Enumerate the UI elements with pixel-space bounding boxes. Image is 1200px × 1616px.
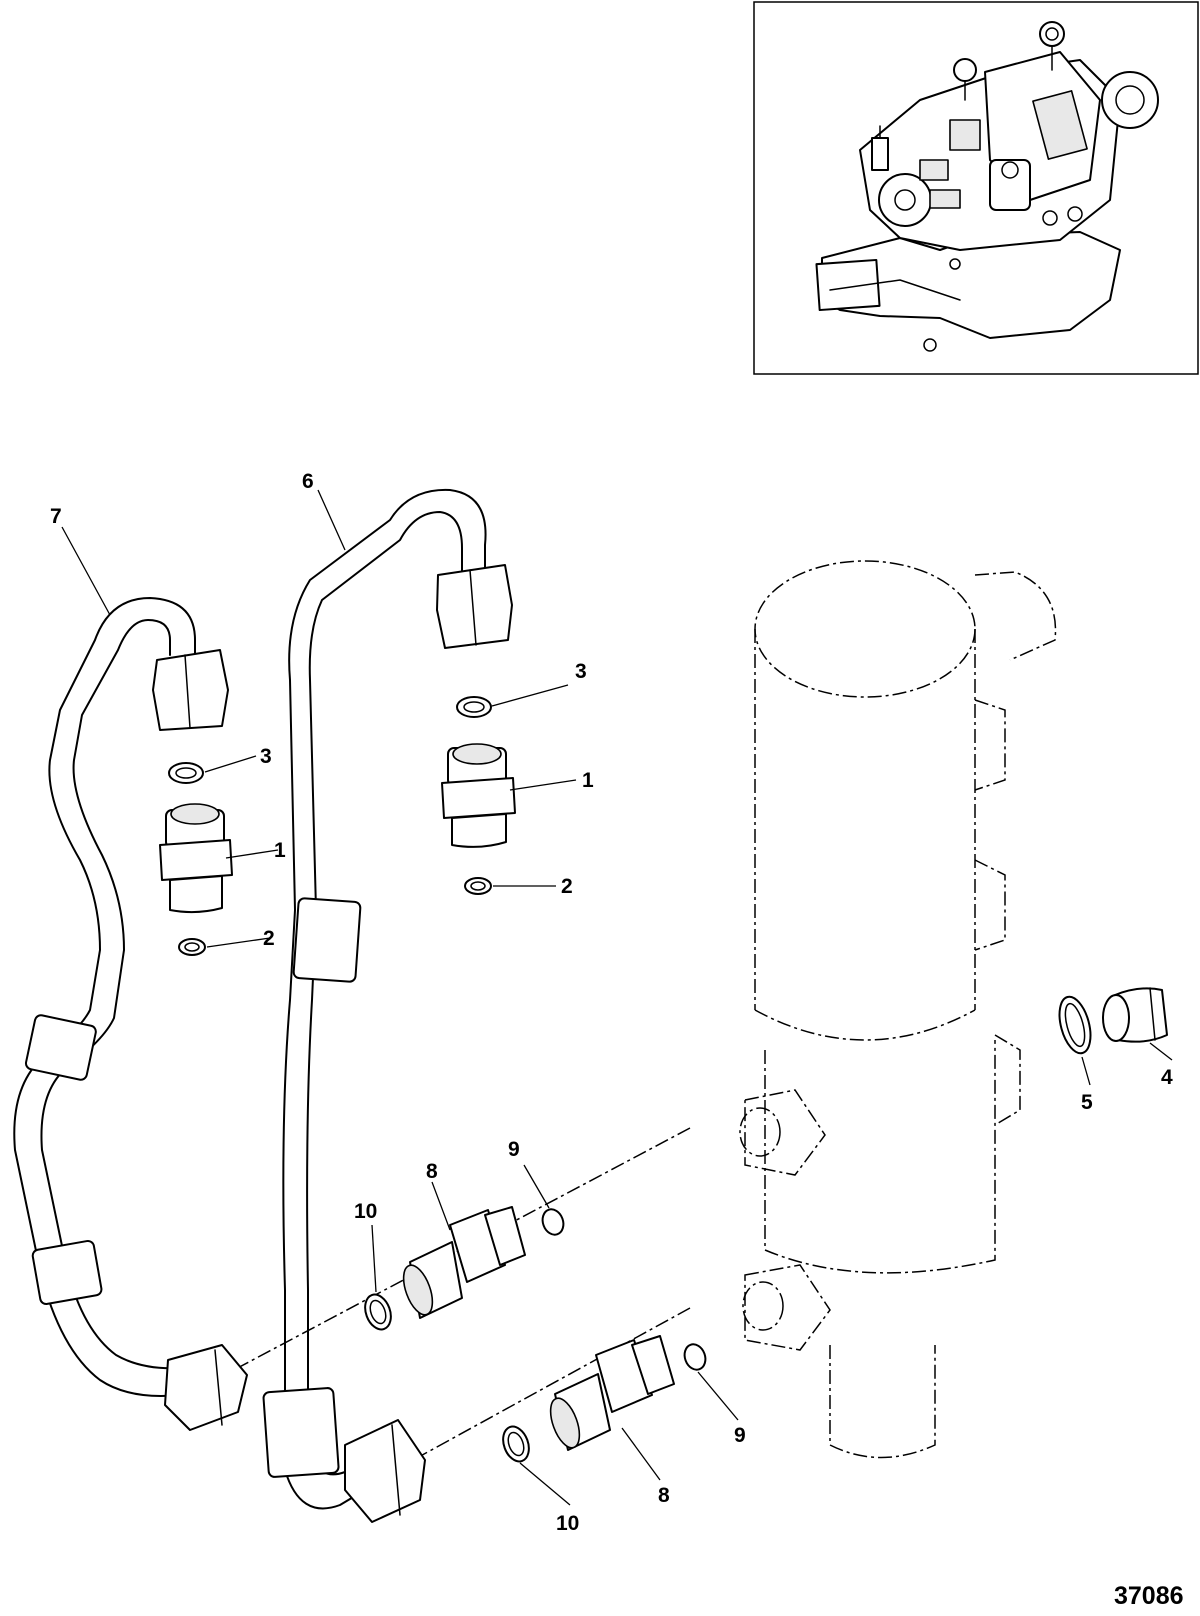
seal-10-upper <box>364 1293 392 1331</box>
engine-locator-inset <box>753 1 1199 375</box>
seal-2-right <box>464 877 492 895</box>
figure-id: 37086 <box>1114 1582 1184 1610</box>
seal-2-left <box>178 938 206 956</box>
callout-8-lower: 8 <box>658 1484 670 1507</box>
engine-illustration <box>815 21 1159 352</box>
seal-5 <box>1058 995 1092 1055</box>
fitting-8-lower <box>549 1335 675 1451</box>
seal-10-lower <box>502 1425 530 1463</box>
callout-9-upper: 9 <box>508 1138 520 1161</box>
callout-3-right: 3 <box>575 660 587 683</box>
callout-10-lower: 10 <box>556 1512 579 1535</box>
seal-3-right <box>456 696 492 718</box>
oil-hose-6 <box>262 488 513 1523</box>
callout-9-lower: 9 <box>734 1424 746 1447</box>
oil-hose-7 <box>13 597 248 1431</box>
callout-1-right: 1 <box>582 769 594 792</box>
seal-3-left <box>168 762 204 784</box>
callout-7: 7 <box>50 505 62 528</box>
oil-cooler-phantom <box>229 560 1057 1471</box>
plug-4 <box>1102 987 1168 1043</box>
callout-2-left: 2 <box>263 927 275 950</box>
callout-10-upper: 10 <box>354 1200 377 1223</box>
callout-6: 6 <box>302 470 314 493</box>
seal-9-lower <box>683 1343 707 1371</box>
fitting-8-upper <box>402 1206 526 1319</box>
fitting-1-right <box>441 743 516 848</box>
callout-2-right: 2 <box>561 875 573 898</box>
seal-9-upper <box>541 1208 565 1236</box>
callout-1-left: 1 <box>274 839 286 862</box>
callout-4: 4 <box>1161 1066 1173 1089</box>
leader-lines <box>61 489 1173 1506</box>
callout-labels: 7 6 3 3 1 1 2 2 4 5 9 8 10 9 8 10 <box>50 470 1173 1535</box>
callout-3-left: 3 <box>260 745 272 768</box>
callout-8-upper: 8 <box>426 1160 438 1183</box>
callout-5: 5 <box>1081 1091 1093 1114</box>
fitting-1-left <box>159 803 233 914</box>
